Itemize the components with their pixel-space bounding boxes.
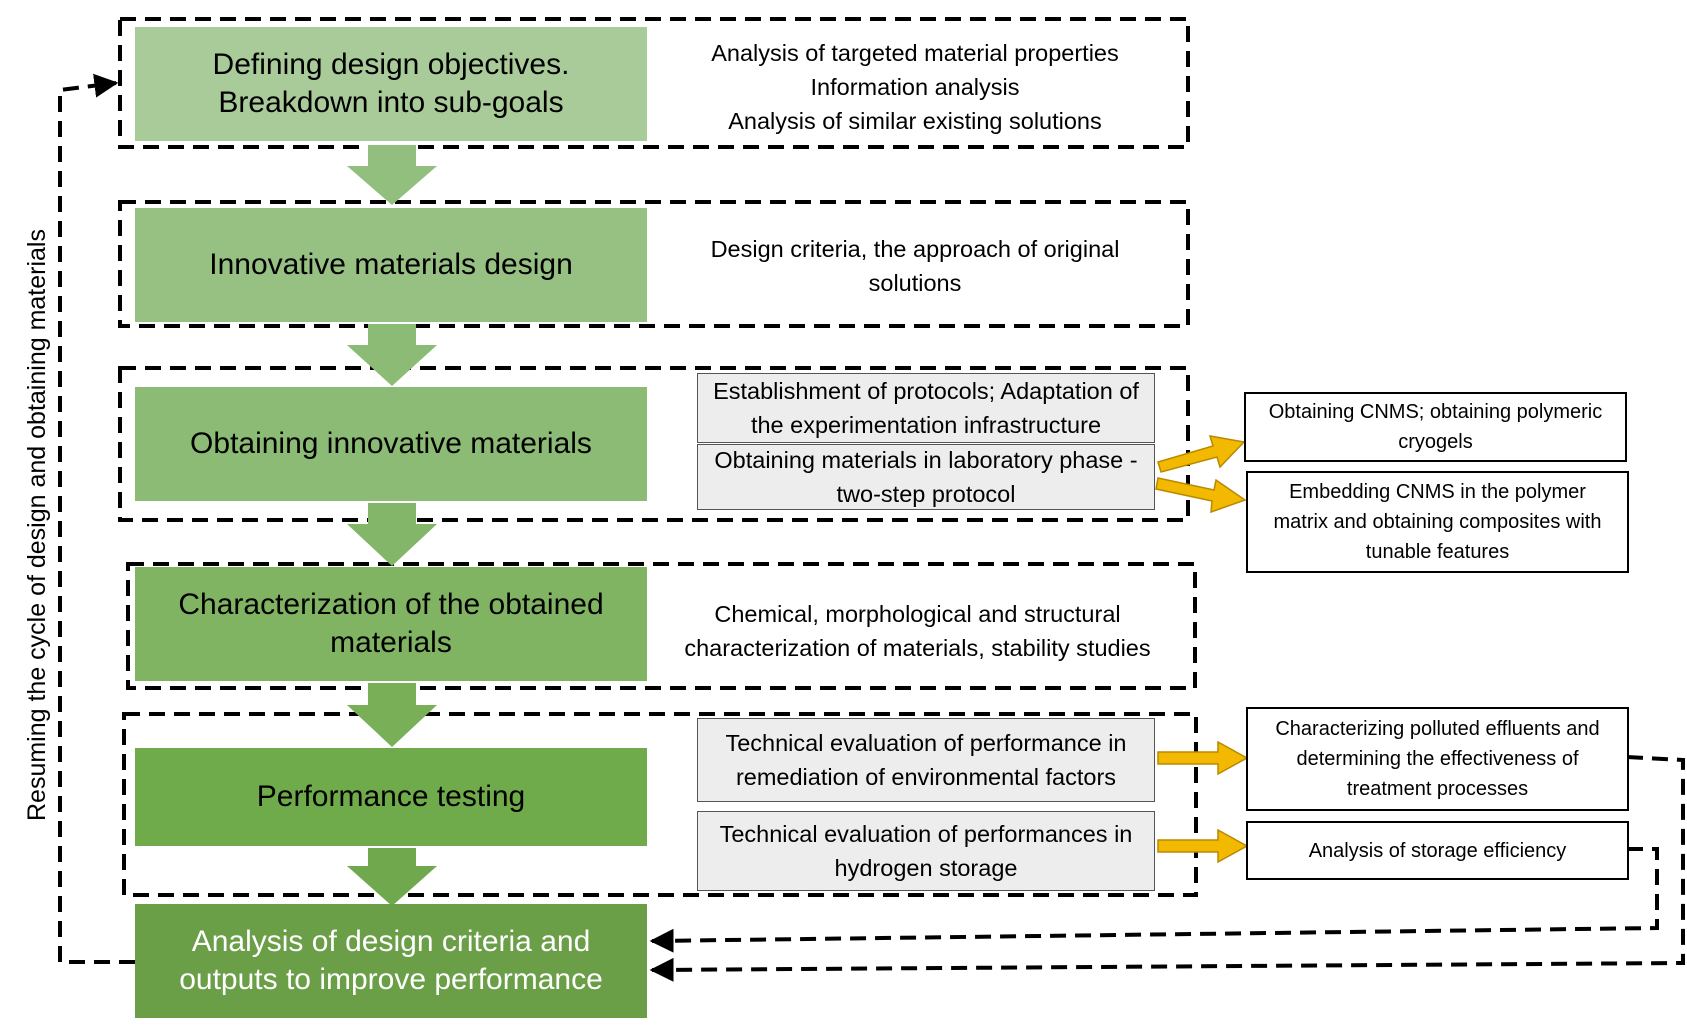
effluents-return-line [649,755,1685,982]
note-step1-line2: Information analysis [810,74,1020,100]
outcome-storage: Analysis of storage efficiency [1246,821,1629,880]
yellow-arrow-cnms [1157,435,1246,473]
note-step1-line1: Analysis of targeted material properties [711,40,1119,66]
down-arrow-1 [347,145,437,205]
stage-frame-3 [118,366,1190,522]
box-remediation: Technical evaluation of performance in r… [697,718,1155,802]
note-step1-line3: Analysis of similar existing solutions [728,108,1102,134]
yellow-arrow-storage [1157,828,1249,864]
down-arrow-3 [347,503,437,566]
outcome-embedding: Embedding CNMS in the polymer matrix and… [1246,471,1629,573]
box-protocols: Establishment of protocols; Adaptation o… [697,373,1155,443]
stage-frame-2 [118,200,1190,328]
box-lab-phase: Obtaining materials in laboratory phase … [697,444,1155,510]
step-characterization: Characterization of the obtained materia… [135,567,647,681]
stage-frame-1 [118,17,1190,149]
yellow-arrow-effluents [1157,740,1249,776]
note-step4: Chemical, morphological and structural c… [684,601,1151,661]
yellow-arrow-embedding [1155,477,1247,514]
outcome-effluents: Characterizing polluted effluents and de… [1246,707,1629,811]
stage-frame-4 [126,562,1197,690]
note-step2: Design criteria, the approach of origina… [710,236,1120,296]
step-performance-testing: Performance testing [135,748,647,846]
note-step1: Analysis of targeted material properties… [660,33,1170,141]
storage-return-line [649,847,1659,953]
step-obtaining-materials: Obtaining innovative materials [135,387,647,501]
box-hydrogen: Technical evaluation of performances in … [697,811,1155,891]
step-materials-design: Innovative materials design [135,208,647,322]
down-arrow-5 [347,848,437,906]
down-arrow-4 [347,683,437,747]
stage-frame-5 [122,712,1198,897]
feedback-loop-line [58,73,135,964]
step-defining-objectives: Defining design objectives. Breakdown in… [135,27,647,141]
step-analysis: Analysis of design criteria and outputs … [135,904,647,1018]
down-arrow-2 [347,324,437,386]
cycle-side-label: Resuming the cycle of design and obtaini… [22,229,51,822]
outcome-cnms: Obtaining CNMS; obtaining polymeric cryo… [1244,392,1627,462]
